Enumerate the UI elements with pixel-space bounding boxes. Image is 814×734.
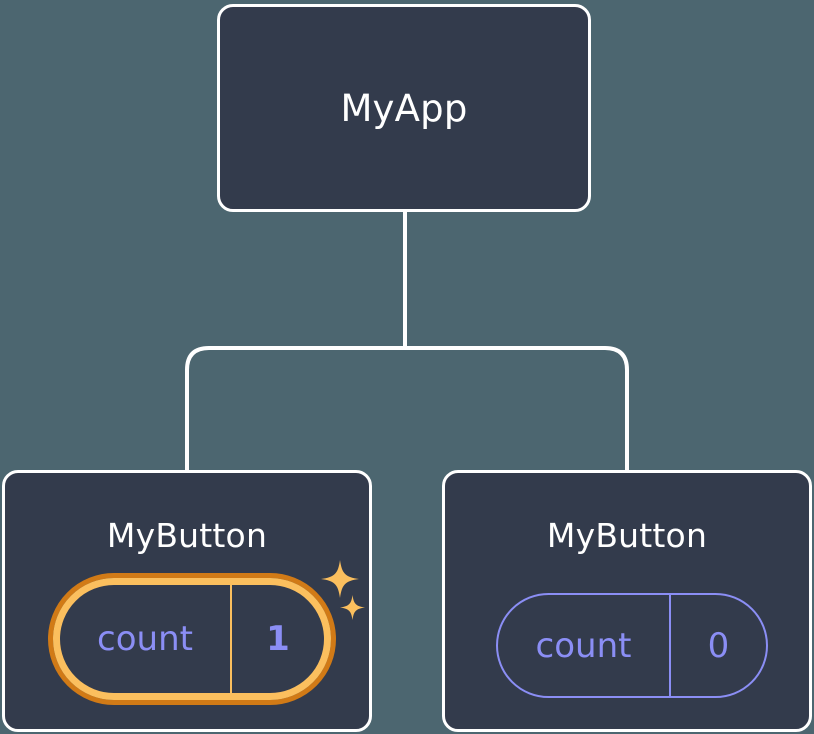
state-value-label: 0 — [707, 625, 730, 666]
node-mybutton-left-title: MyButton — [106, 516, 268, 555]
state-pill-count-highlighted[interactable]: count 1 — [48, 573, 336, 705]
node-myapp-title: MyApp — [340, 86, 468, 130]
node-mybutton-left[interactable]: MyButton count 1 — [2, 470, 372, 732]
state-value-label: 1 — [266, 619, 290, 659]
node-myapp[interactable]: MyApp — [217, 4, 591, 212]
state-pill-count[interactable]: count 0 — [496, 593, 768, 698]
highlight-ring-outer — [48, 573, 336, 705]
node-mybutton-right-title: MyButton — [546, 516, 708, 555]
sparkle-small-icon — [340, 595, 365, 620]
edge-branch-rail — [185, 346, 629, 470]
state-key-label: count — [498, 595, 671, 696]
state-pill-content: count 1 — [60, 585, 324, 693]
highlight-ring-inner — [53, 578, 331, 700]
sparkle-large-icon — [321, 560, 359, 598]
state-key-label: count — [60, 585, 232, 693]
node-mybutton-right[interactable]: MyButton count 0 — [442, 470, 812, 732]
